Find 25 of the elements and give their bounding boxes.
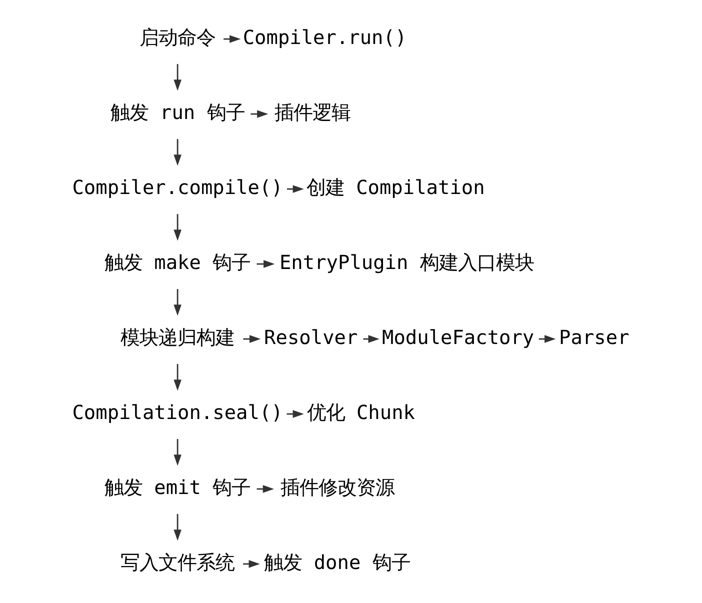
- node-text: Parser: [558, 326, 629, 350]
- node-text: Compilation.seal(): [72, 401, 282, 424]
- node-text: 触发 make 钩子: [104, 251, 250, 274]
- node-text: 启动命令: [139, 26, 216, 50]
- node-text: 触发 emit 钩子: [104, 476, 250, 500]
- node-text: 插件修改资源: [280, 476, 394, 500]
- arrow: [173, 64, 181, 91]
- arrow: [173, 289, 181, 316]
- node-text: 优化 Chunk: [306, 401, 414, 424]
- node-text: EntryPlugin 构建入口模块: [278, 251, 534, 274]
- node-text: 插件逻辑: [274, 101, 350, 124]
- node-text: 写入文件系统: [120, 551, 234, 574]
- node-text: Compiler.run(): [242, 26, 406, 50]
- node-text: ModuleFactory: [382, 326, 534, 350]
- arrow: [173, 439, 181, 466]
- arrow: [173, 139, 181, 166]
- node-text: 创建 Compilation: [306, 176, 484, 200]
- node-text: 触发 run 钩子: [110, 101, 244, 124]
- arrow: [173, 214, 181, 241]
- node-text: 模块递归构建: [120, 326, 234, 350]
- node-text: Compiler.compile(): [72, 176, 282, 200]
- arrow: [173, 514, 181, 541]
- arrow: [173, 364, 181, 391]
- node-text: 触发 done 钩子: [264, 551, 410, 574]
- node-text: Resolver: [264, 326, 358, 350]
